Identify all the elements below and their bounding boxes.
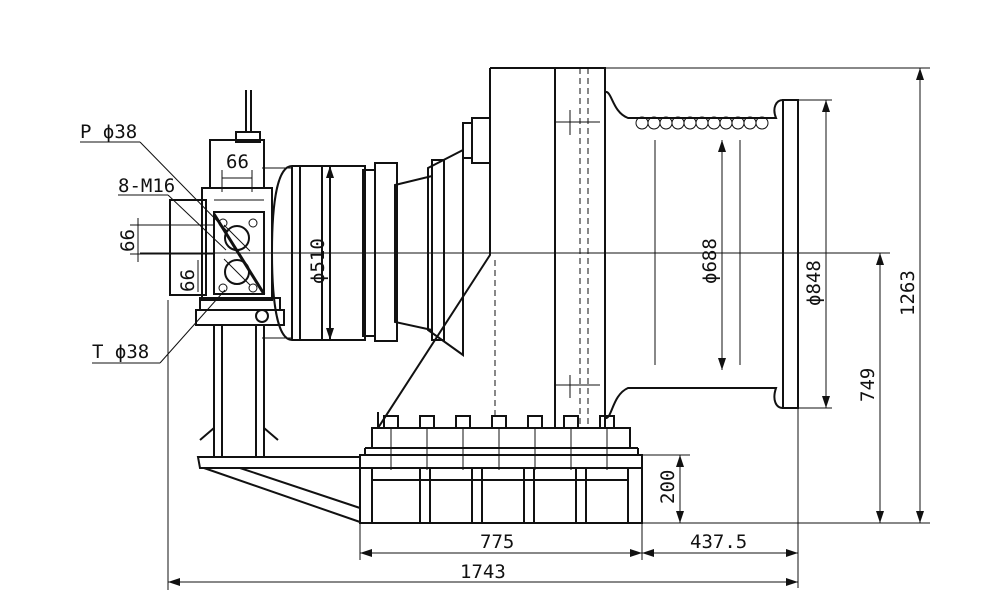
dim-66-bottom: 66 (177, 269, 199, 292)
dim-width-1743: 1743 (460, 561, 506, 583)
valve-block (169, 90, 285, 326)
dim-height-749: 749 (857, 368, 879, 402)
label-bolts: 8-M16 (118, 175, 175, 197)
dim-width-775: 775 (480, 531, 514, 553)
dim-dia-688: ϕ688 (699, 238, 721, 284)
support-leg (196, 324, 361, 523)
mounting-bolts (383, 415, 615, 470)
dim-66-left: 66 (117, 229, 139, 252)
dimension-lines (80, 67, 930, 590)
dim-dia-848: ϕ848 (803, 260, 825, 306)
dim-dia-510: ϕ510 (307, 238, 329, 284)
dim-height-1263: 1263 (897, 270, 919, 316)
dim-height-200: 200 (657, 470, 679, 504)
pedestal-housing (377, 67, 606, 429)
label-t-port: T ϕ38 (92, 341, 149, 363)
dim-66-top: 66 (226, 151, 249, 173)
label-p-port: P ϕ38 (80, 121, 137, 143)
dim-width-437-5: 437.5 (690, 531, 747, 553)
base-frame (359, 427, 643, 524)
